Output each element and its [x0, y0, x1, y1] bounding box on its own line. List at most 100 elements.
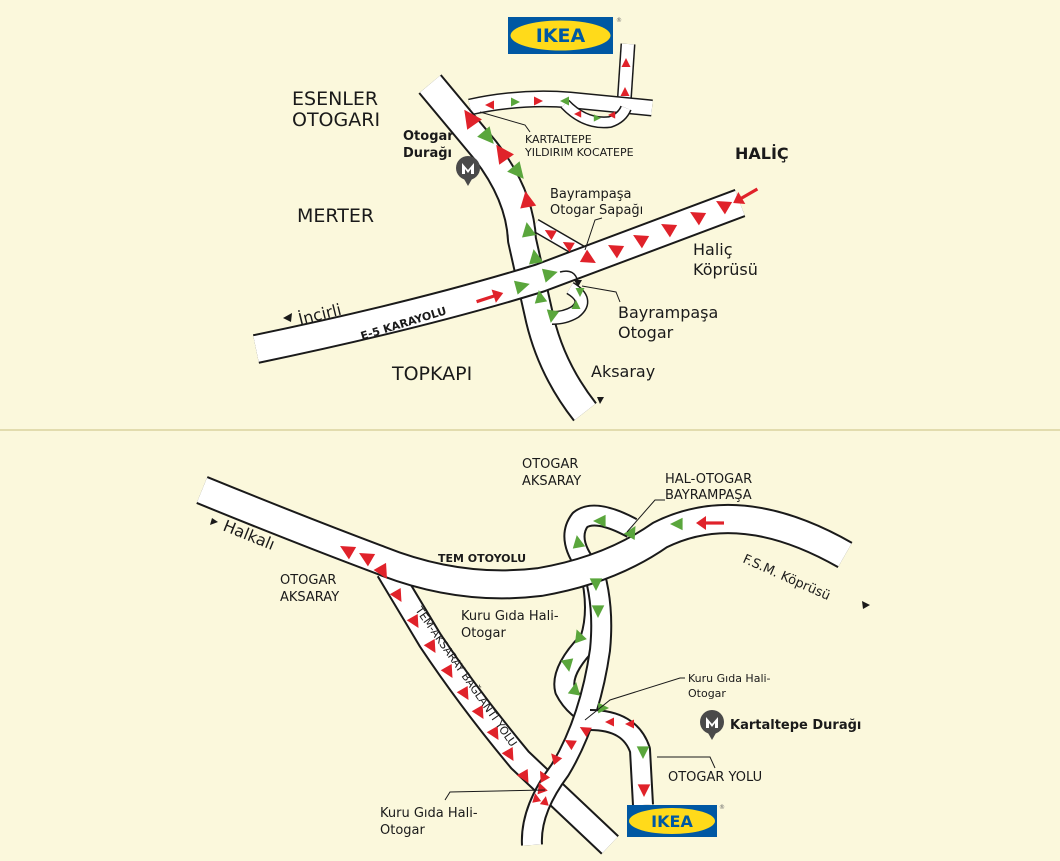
route-marker-return: [623, 525, 636, 540]
ikea-logo-text: IKEA: [536, 25, 586, 47]
route-marker-forward: [637, 784, 651, 797]
small-arrowheads: [210, 313, 870, 609]
label-kuru-gida-1b: Otogar: [461, 626, 507, 641]
label-kuru-gida-2b: Otogar: [688, 687, 726, 700]
route-marker-return: [574, 629, 587, 644]
route-marker-forward: [456, 686, 469, 701]
route-marker-forward: [532, 793, 542, 803]
label-kuru-gida-1a: Kuru Gıda Hali-: [461, 609, 559, 624]
label-hal-otogar-1: HAL-OTOGAR: [665, 472, 752, 487]
route-marker-forward: [539, 796, 549, 806]
label-kuru-gida-2a: Kuru Gıda Hali-: [688, 672, 771, 685]
leader-sapagi: [584, 217, 603, 251]
route-marker-return: [507, 161, 524, 179]
route-marker-forward: [501, 747, 514, 762]
route-marker-forward: [534, 96, 543, 106]
route-marker-forward: [496, 144, 514, 165]
route-marker-forward: [625, 719, 634, 729]
leader-kuru-3: [444, 789, 546, 801]
label-halic: HALİÇ: [735, 144, 789, 163]
route-marker-forward: [564, 740, 577, 751]
route-marker-forward: [579, 249, 596, 263]
route-marker-return: [560, 658, 574, 672]
road-tem-aksaray-baglanti: [376, 563, 619, 855]
road-main-north-south: [418, 74, 597, 422]
route-marker-return: [598, 702, 609, 714]
leader-lines: [444, 111, 716, 801]
ikea-logo-top: IKEA ®: [508, 17, 622, 54]
route-marker-return: [513, 280, 530, 295]
route-marker-forward: [621, 58, 631, 67]
leader-kuru-2: [584, 677, 685, 721]
metro-icon-kartaltepe: [700, 710, 724, 740]
ikea-logo-bottom: IKEA ®: [627, 804, 725, 837]
label-kartaltepe-duragi: Kartaltepe Durağı: [730, 718, 861, 733]
route-marker-forward: [516, 769, 529, 784]
label-yildirim-kocatepe: YILDIRIM KOCATEPE: [524, 146, 634, 159]
leader-kartaltepe: [479, 111, 531, 133]
label-halic-koprusu-1: Haliç: [693, 240, 733, 259]
u-turn-arrow: [559, 270, 579, 283]
u-turn-arrowhead: [574, 280, 582, 287]
red-arrow-halic: [733, 187, 759, 205]
route-marker-forward: [544, 230, 557, 241]
red-arrow-tem: [696, 516, 724, 530]
label-bayrampasa-otogar-1: Bayrampaşa: [618, 303, 718, 322]
bottom-roads: [196, 476, 853, 855]
label-otogar-yolu: OTOGAR YOLU: [668, 770, 762, 785]
ikea-logo-text: IKEA: [651, 812, 693, 831]
route-marker-forward: [389, 588, 402, 603]
route-marker-return: [560, 96, 569, 106]
arrowhead-aksaray: [597, 397, 604, 404]
label-otogar-duragi-1: Otogar: [403, 129, 454, 144]
arrowhead-fsm: [862, 601, 870, 609]
route-marker-forward: [551, 753, 563, 766]
route-marker-forward: [608, 245, 625, 259]
leader-otogar: [581, 285, 621, 303]
arrowhead-incirli: [283, 313, 292, 322]
arrowhead-halkali: [210, 518, 218, 525]
route-marker-forward: [537, 782, 548, 795]
label-otogar-aksaray-top-2: AKSARAY: [522, 474, 581, 489]
label-kuru-gida-3a: Kuru Gıda Hali-: [380, 806, 478, 821]
route-marker-return: [670, 517, 683, 531]
route-marker-forward: [520, 191, 537, 209]
label-otogari: OTOGARI: [292, 109, 380, 131]
svg-text:®: ®: [719, 804, 725, 811]
leader-otogar-yolu: [657, 756, 716, 769]
route-marker-forward: [485, 100, 494, 110]
label-kuru-gida-3b: Otogar: [380, 823, 426, 838]
route-marker-forward: [574, 110, 582, 118]
route-marker-return: [567, 682, 581, 696]
label-hal-otogar-2: BAYRAMPAŞA: [665, 488, 752, 503]
label-kartaltepe: KARTALTEPE: [525, 133, 592, 146]
road-tem-otoyolu: [196, 476, 853, 600]
route-marker-forward: [359, 553, 376, 567]
route-marker-return: [522, 222, 537, 238]
route-marker-return: [575, 288, 585, 297]
label-tem-otoyolu: TEM OTOYOLU: [438, 552, 526, 565]
route-marker-forward: [373, 562, 387, 579]
route-marker-forward: [579, 727, 592, 738]
metro-icon-otogar: [456, 156, 480, 186]
route-marker-forward: [633, 235, 650, 249]
route-marker-forward: [690, 212, 707, 226]
route-marker-return: [591, 605, 605, 618]
route-marker-forward: [406, 614, 419, 629]
route-marker-forward: [716, 201, 733, 215]
route-marker-return: [534, 290, 548, 304]
route-marker-return: [541, 268, 558, 283]
route-marker-return: [511, 97, 520, 107]
label-otogar-duragi-2: Durağı: [403, 146, 452, 161]
route-marker-forward: [440, 664, 453, 679]
route-marker-return: [529, 249, 544, 265]
label-merter: MERTER: [297, 205, 374, 227]
route-marker-forward: [540, 770, 551, 783]
route-marker-return: [477, 126, 494, 144]
route-marker-return: [593, 514, 606, 528]
route-marker-return: [589, 578, 603, 591]
route-marker-forward: [486, 726, 499, 741]
leader-hal-otogar: [626, 499, 665, 533]
route-marker-return: [571, 300, 581, 309]
